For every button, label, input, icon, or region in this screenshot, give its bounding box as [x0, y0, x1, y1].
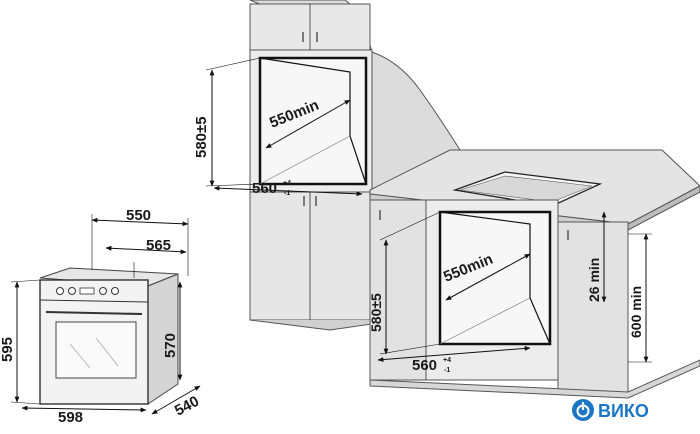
svg-text:-1: -1: [444, 367, 450, 374]
dim-base-width: 560 +4 -1: [377, 346, 531, 374]
svg-text:560: 560: [252, 180, 277, 197]
brand-logo: ВИКО: [572, 399, 649, 421]
svg-text:565: 565: [146, 237, 171, 254]
svg-text:580±5: 580±5: [368, 293, 384, 332]
svg-text:598: 598: [58, 409, 83, 426]
dim-worktop-gap: 26 min: [586, 211, 607, 303]
dim-tall-width: 560 +4 -1: [213, 180, 363, 197]
svg-text:580±5: 580±5: [193, 116, 210, 158]
svg-text:+4: +4: [283, 180, 291, 187]
brand-name: ВИКО: [598, 401, 649, 421]
dim-oven-depth: 550: [91, 207, 189, 276]
dim-floor-to-worktop: 600 min: [628, 233, 652, 363]
svg-text:570: 570: [162, 333, 179, 358]
svg-text:550: 550: [126, 207, 151, 224]
svg-text:600 min: 600 min: [628, 286, 644, 338]
dim-oven-width: 598: [21, 405, 147, 426]
svg-text:+4: +4: [443, 357, 451, 364]
svg-text:26 min: 26 min: [586, 258, 602, 302]
svg-text:-1: -1: [284, 190, 290, 197]
dim-oven-depth-door: 565: [105, 237, 187, 278]
dim-tall-height: 580±5: [193, 57, 261, 187]
oven: [39, 267, 179, 405]
dim-oven-cavity-height: 570: [162, 281, 183, 381]
svg-text:595: 595: [0, 337, 16, 362]
svg-text:540: 540: [172, 393, 202, 420]
svg-text:560: 560: [412, 357, 437, 374]
dim-oven-height: 595: [0, 279, 41, 405]
